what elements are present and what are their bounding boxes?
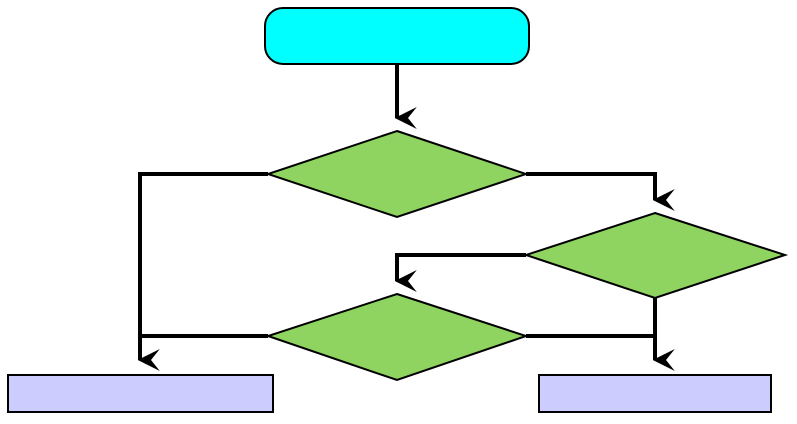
- connector-decision-top-to-decision-right: [526, 172, 675, 211]
- process-left-node[interactable]: [7, 374, 274, 413]
- connector-decision-top-to-process-left: [137, 172, 268, 371]
- connector-decision-right-to-decision-bottom: [394, 253, 526, 292]
- decision-top-node[interactable]: [264, 129, 530, 219]
- process-right-node[interactable]: [538, 374, 772, 413]
- process-right-shape: [538, 374, 772, 413]
- decision-right-node[interactable]: [522, 211, 789, 300]
- process-left-shape: [7, 374, 274, 413]
- start-node-shape: [264, 7, 530, 65]
- start-node[interactable]: [264, 7, 530, 65]
- decision-bottom-shape: [264, 292, 530, 382]
- decision-top-shape: [264, 129, 530, 219]
- connector-group: [137, 64, 675, 371]
- decision-bottom-node[interactable]: [264, 292, 530, 382]
- decision-right-shape: [522, 211, 789, 300]
